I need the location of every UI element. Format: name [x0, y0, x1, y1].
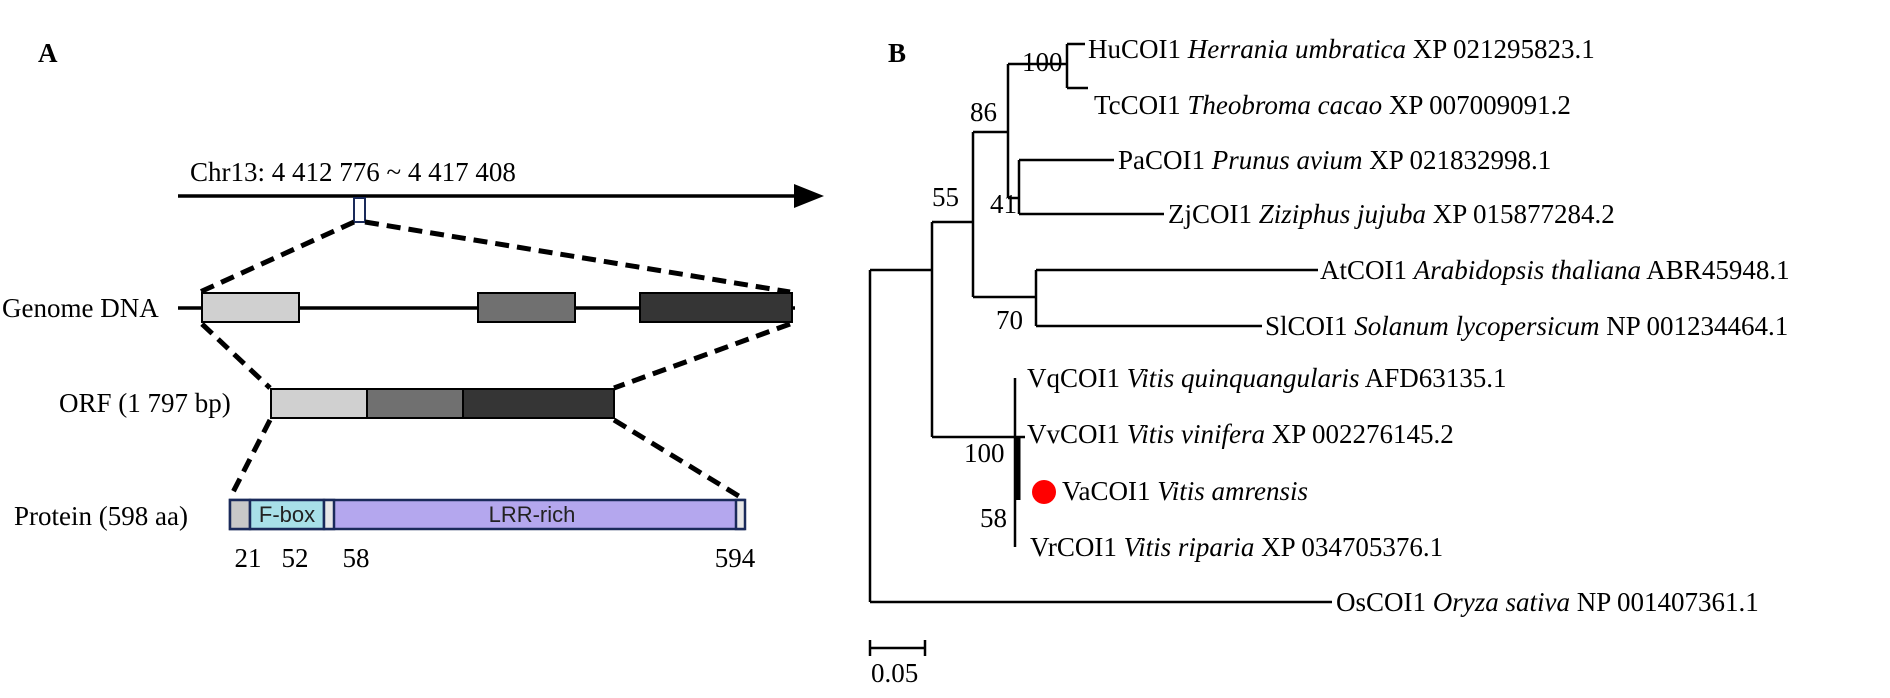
- orf-label: ORF (1 797 bp): [59, 388, 231, 418]
- taxon-atcoi1: AtCOI1 Arabidopsis thaliana ABR45948.1: [1320, 255, 1790, 285]
- genome-label: Genome DNA: [2, 293, 159, 323]
- position-52: 52: [282, 543, 309, 573]
- taxon-hucoi1: HuCOI1 Herrania umbratica XP 021295823.1: [1088, 34, 1595, 64]
- linker: [322, 498, 336, 531]
- position-594: 594: [715, 543, 756, 573]
- panel-b-label: B: [888, 38, 906, 68]
- orf-segment-3: [462, 388, 615, 419]
- zoom-dash: [364, 219, 791, 295]
- scale-bar: [868, 640, 927, 656]
- bootstrap-58: 58: [980, 503, 1007, 533]
- taxon-vvcoi1: VvCOI1 Vitis vinifera XP 002276145.2: [1027, 419, 1454, 449]
- fbox-label: F-box: [259, 502, 315, 527]
- orf-segment-1: [270, 388, 368, 419]
- zoom-dash: [227, 418, 273, 500]
- taxon-oscoi1: OsCOI1 Oryza sativa NP 001407361.1: [1336, 587, 1759, 617]
- phylogenetic-tree: [868, 42, 1332, 604]
- taxon-vacoi1: VaCOI1 Vitis amrensis: [1062, 476, 1308, 506]
- gene-locus-marker: [353, 197, 366, 223]
- bootstrap-55: 55: [932, 182, 959, 212]
- exon-3: [639, 292, 793, 323]
- zoom-dash: [613, 321, 791, 391]
- taxon-pacoi1: PaCOI1 Prunus avium XP 021832998.1: [1118, 145, 1551, 175]
- bootstrap-100-vitis: 100: [964, 438, 1005, 468]
- scale-label: 0.05: [871, 658, 918, 688]
- bootstrap-70: 70: [996, 305, 1023, 335]
- exon-1: [201, 292, 300, 323]
- highlight-dot: [1032, 480, 1056, 504]
- taxon-zjcoi1: ZjCOI1 Ziziphus jujuba XP 015877284.2: [1168, 199, 1615, 229]
- chromosome-label: Chr13: 4 412 776 ~ 4 417 408: [190, 157, 516, 187]
- protein-nterm: [228, 498, 252, 531]
- lrr-label: LRR-rich: [489, 502, 576, 527]
- bootstrap-86: 86: [970, 97, 997, 127]
- position-21: 21: [235, 543, 262, 573]
- chromosome-arrowhead: [794, 184, 824, 208]
- protein-cterm: [734, 498, 747, 531]
- zoom-dash: [200, 322, 272, 390]
- bootstrap-100-top: 100: [1022, 47, 1063, 77]
- bootstrap-41: 41: [990, 189, 1017, 219]
- panel-a-label: A: [38, 38, 58, 68]
- taxon-vrcoi1: VrCOI1 Vitis riparia XP 034705376.1: [1030, 532, 1443, 562]
- taxon-vqcoi1: VqCOI1 Vitis quinquangularis AFD63135.1: [1027, 363, 1507, 393]
- taxon-slcoi1: SlCOI1 Solanum lycopersicum NP 001234464…: [1265, 311, 1788, 341]
- position-58: 58: [343, 543, 370, 573]
- exon-2: [477, 292, 576, 323]
- zoom-dash: [198, 219, 356, 295]
- protein-label: Protein (598 aa): [14, 501, 188, 531]
- zoom-dash: [612, 417, 744, 501]
- taxon-tccoi1: TcCOI1 Theobroma cacao XP 007009091.2: [1094, 90, 1571, 120]
- orf-segment-2: [366, 388, 464, 419]
